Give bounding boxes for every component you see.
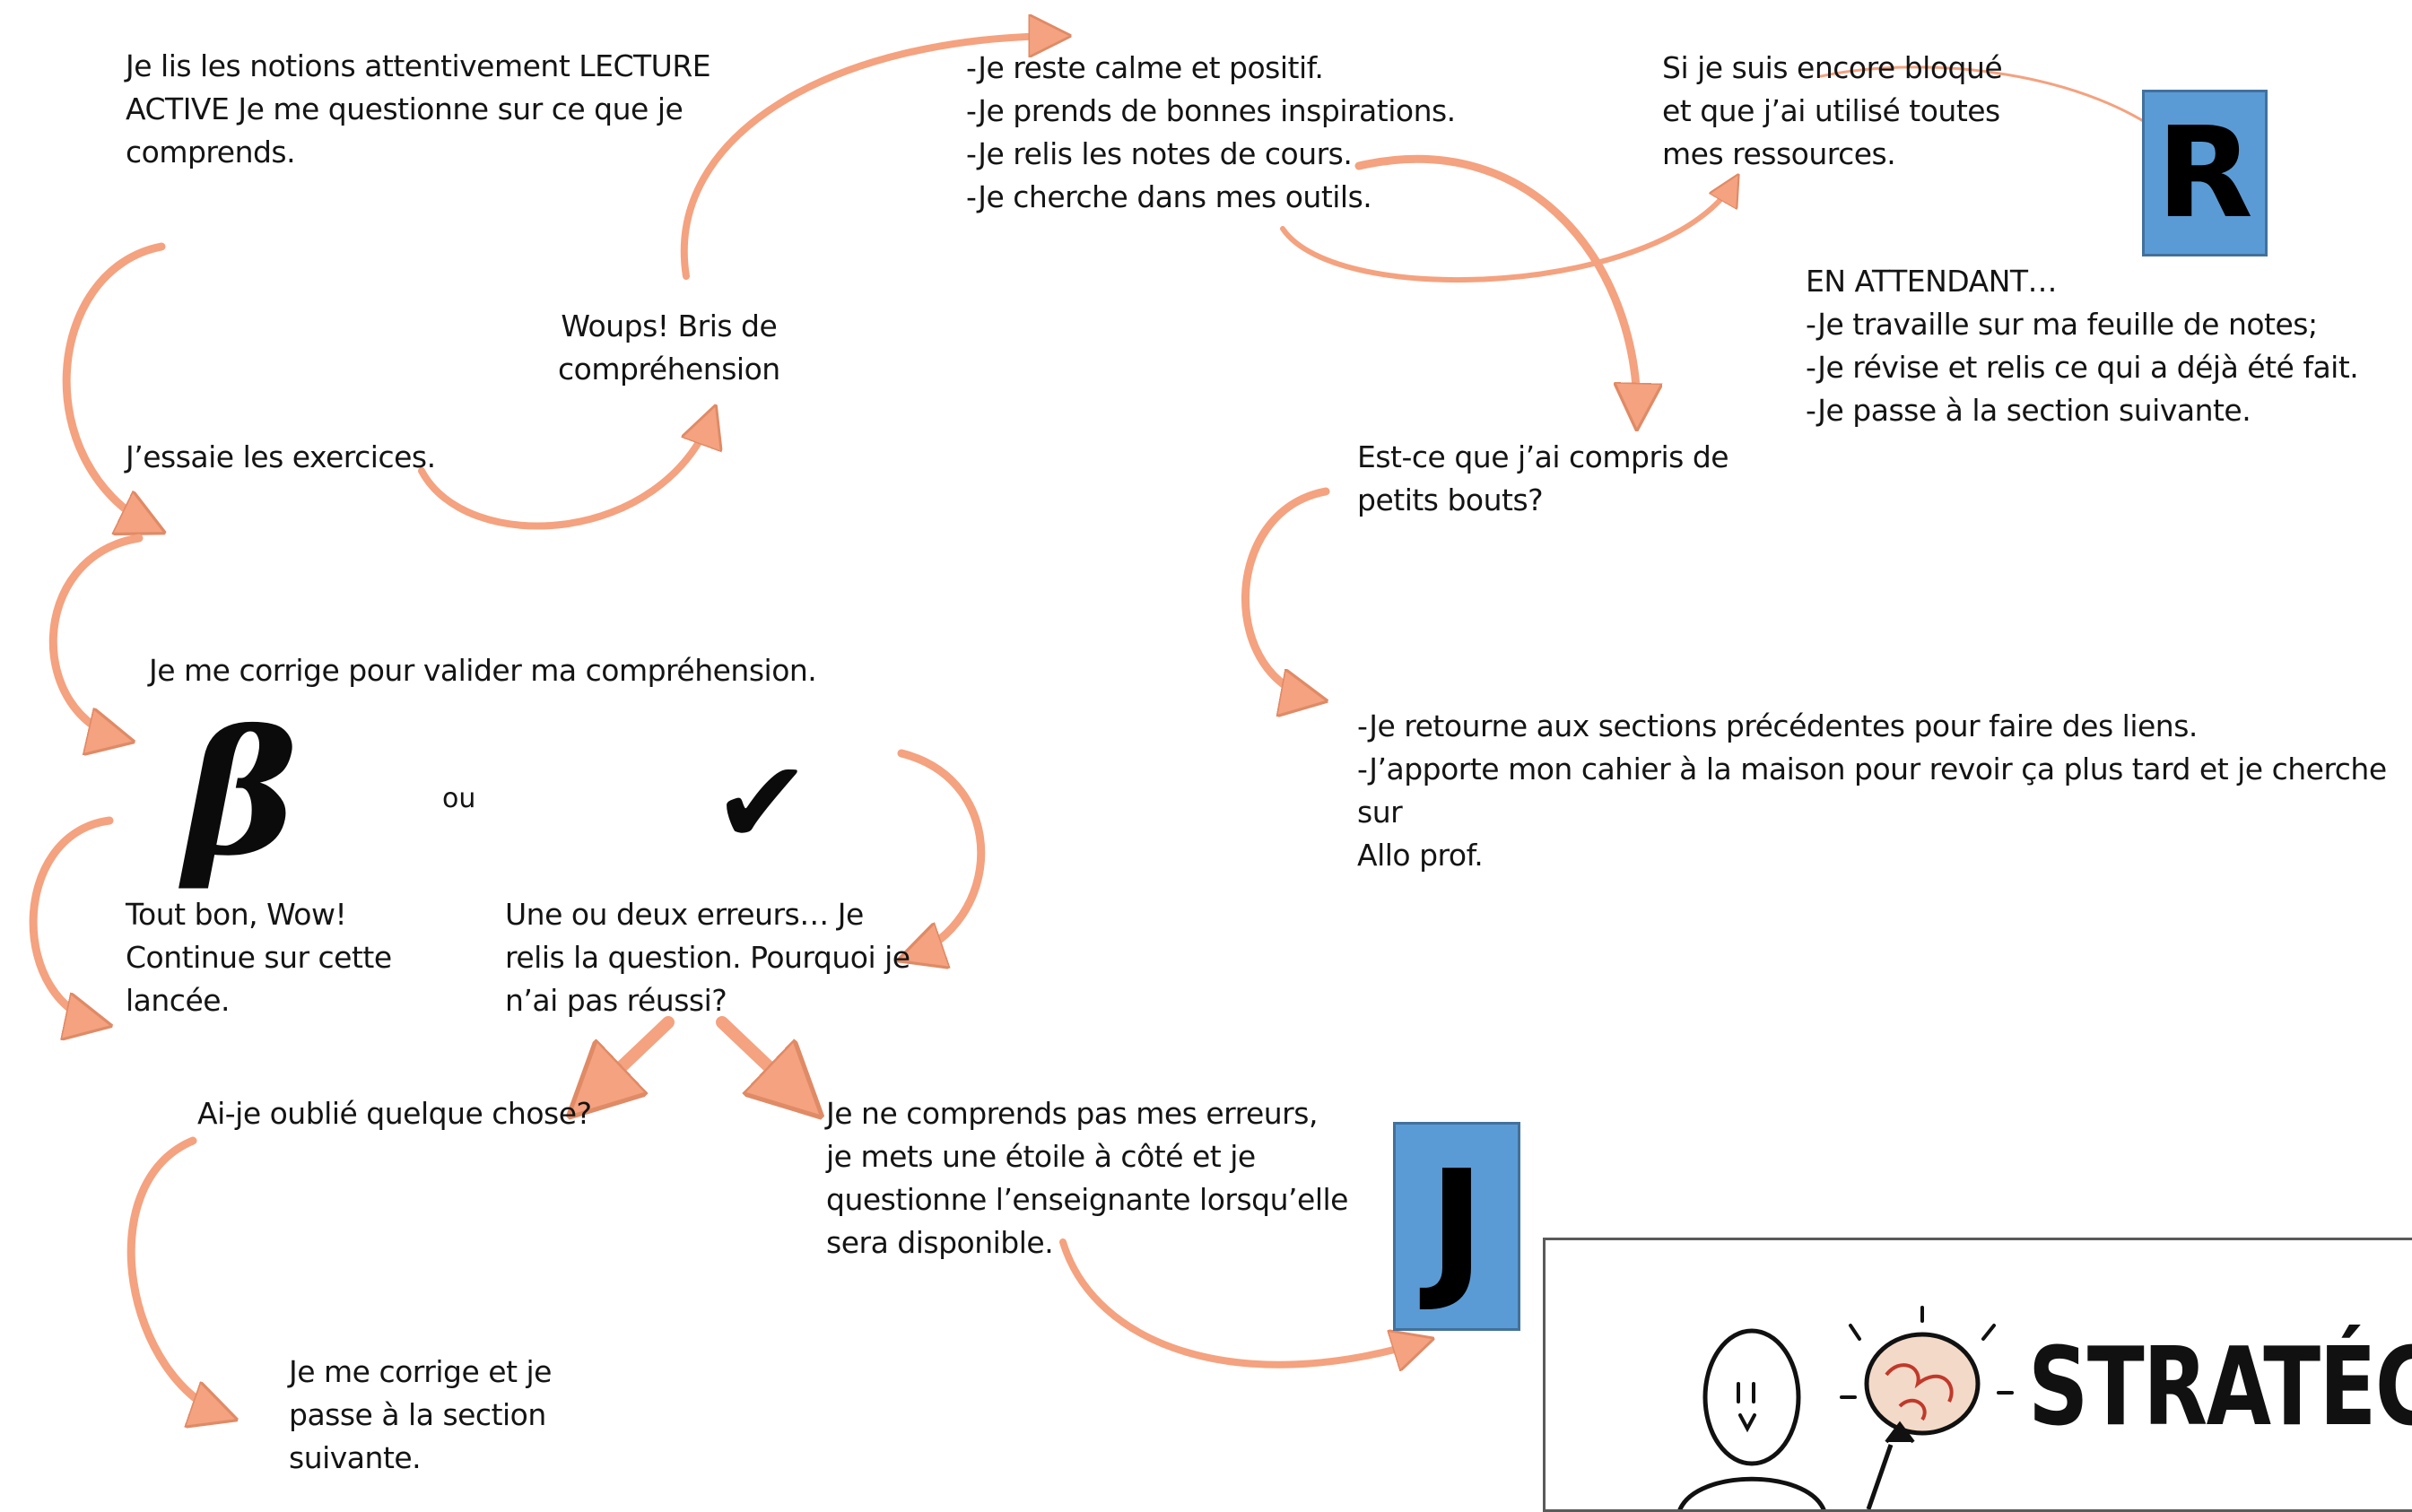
arrow-check-to-erreurs [901, 749, 986, 958]
arrow-calme-to-bloque [1280, 179, 1736, 283]
node-oublie-quelque-chose: Ai-je oublié quelque chose? [197, 1096, 592, 1131]
thought-sparks [1840, 1306, 2014, 1399]
node-essaie-exercices: J’essaie les exercices. [126, 439, 436, 474]
student-mouth [1738, 1413, 1756, 1433]
node-lecture-active: Je lis les notions attentivement LECTURE… [126, 48, 711, 169]
node-bris-comprehension: Woups! Bris de compréhension [558, 308, 780, 387]
node-corrige-valider: Je me corrige pour valider ma compréhens… [149, 653, 817, 688]
node-tout-bon: Tout bon, Wow! Continue sur cette lancée… [126, 897, 392, 1018]
arrow-comprendspas-to-j [1059, 1238, 1426, 1365]
arrow-erreurs-to-comprendspas [716, 1016, 812, 1108]
node-retourne-sections: -Je retourne aux sections précédentes po… [1357, 708, 2387, 873]
arrow-beta-to-toutbon [29, 816, 109, 1024]
ou-label: ou [442, 783, 476, 814]
arrow-bloque-to-r [1819, 65, 2175, 143]
node-encore-bloque: Si je suis encore bloqué et que j’ai uti… [1662, 50, 2003, 171]
student-eyes [1737, 1382, 1755, 1403]
node-en-attendant: EN ATTENDANT… -Je travaille sur ma feuil… [1806, 264, 2359, 428]
arrow-essaie-to-corrige [48, 534, 144, 740]
arrow-erreurs-to-oublie [579, 1016, 675, 1108]
strategies-panel: STRATÉGIES [1543, 1238, 2412, 1512]
arrow-petits-to-retourne [1241, 487, 1326, 700]
brain-icon [1864, 1332, 1981, 1509]
arrows-layer [29, 0, 2412, 1473]
node-comprends-pas-erreurs: Je ne comprends pas mes erreurs, je mets… [826, 1096, 1348, 1260]
student-brain-illustration [1677, 1306, 2014, 1509]
r-box: R [2142, 90, 2268, 256]
student-shoulders [1677, 1476, 1826, 1509]
arrow-calme-to-petits [1354, 154, 1637, 421]
node-reste-calme: -Je reste calme et positif. -Je prends d… [966, 50, 1456, 214]
student-head [1702, 1328, 1801, 1466]
checkmark-icon: ✔ [713, 734, 811, 871]
beta-symbol: β [184, 693, 298, 893]
arrow-lecture-to-essaie [62, 242, 161, 529]
j-box: J [1393, 1122, 1520, 1331]
arrow-essaie-to-woups [418, 413, 713, 530]
arrow-woups-to-calme [680, 36, 1063, 280]
node-une-ou-deux-erreurs: Une ou deux erreurs… Je relis la questio… [505, 897, 910, 1018]
panel-title: STRATÉGIES [2028, 1325, 2412, 1450]
node-corrige-section-suivante: Je me corrige et je passe à la section s… [289, 1354, 552, 1475]
node-petits-bouts: Est-ce que j’ai compris de petits bouts? [1357, 439, 1729, 517]
arrow-oublie-to-corrigepasse [126, 1136, 229, 1417]
